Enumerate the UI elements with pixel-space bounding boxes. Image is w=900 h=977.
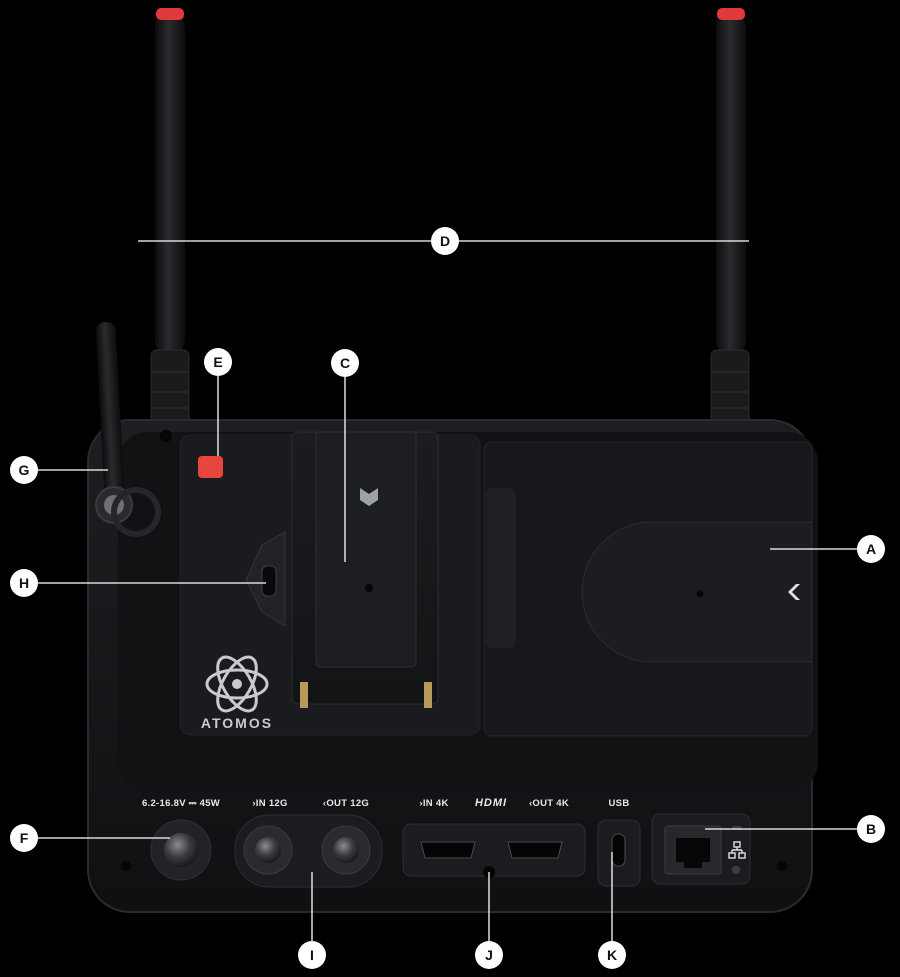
screw-hole-bl <box>121 861 131 871</box>
hdmi-out-label: ‹OUT 4K <box>529 798 569 809</box>
antenna-right-tip <box>717 8 745 20</box>
callout-k: K <box>598 941 626 969</box>
usb-label: USB <box>609 798 630 809</box>
battery-slide-plate <box>483 441 813 737</box>
callout-f: F <box>10 824 38 852</box>
svg-text:H: H <box>19 575 29 591</box>
svg-text:B: B <box>866 821 876 837</box>
antenna-left-tip <box>156 8 184 20</box>
callout-d: D <box>431 227 459 255</box>
atomos-logo-icon <box>205 655 269 713</box>
record-indicator <box>198 456 223 478</box>
hdmi-logo: HDMI <box>475 797 507 809</box>
battery-plate <box>291 431 439 708</box>
hdmi-in-connector <box>420 841 476 859</box>
ethernet-icon <box>728 841 746 859</box>
svg-text:E: E <box>213 354 222 370</box>
svg-text:J: J <box>485 947 493 963</box>
power-connector <box>164 833 198 867</box>
screw-hole-br <box>777 861 787 871</box>
brand-name: ATOMOS <box>201 715 273 731</box>
svg-text:F: F <box>20 830 29 846</box>
hdmi-out-connector <box>507 841 563 859</box>
power-port-label: 6.2-16.8V ⎓ 45W <box>142 798 220 809</box>
callout-i: I <box>298 941 326 969</box>
leader-lines <box>38 240 858 941</box>
hdmi-in-label: ›IN 4K <box>419 798 448 809</box>
sdi-in-connector <box>255 837 281 863</box>
side-port <box>245 531 286 627</box>
callout-e: E <box>204 348 232 376</box>
callout-c: C <box>331 349 359 377</box>
callout-b: B <box>857 815 885 843</box>
svg-text:G: G <box>19 462 30 478</box>
svg-text:K: K <box>607 947 617 963</box>
callout-a: A <box>857 535 885 563</box>
svg-text:A: A <box>866 541 876 557</box>
svg-text:I: I <box>310 947 314 963</box>
arrow-left-icon <box>788 584 800 600</box>
sdi-out-connector <box>333 837 359 863</box>
usb-c-connector <box>611 833 626 867</box>
callout-h: H <box>10 569 38 597</box>
sdi-in-label: ›IN 12G <box>252 798 287 809</box>
screw-hole-tl <box>160 430 172 442</box>
callout-g: G <box>10 456 38 484</box>
sdi-out-label: ‹OUT 12G <box>323 798 369 809</box>
svg-text:D: D <box>440 233 450 249</box>
callout-j: J <box>475 941 503 969</box>
chevron-mark-icon <box>360 488 378 506</box>
antenna-left <box>150 8 190 426</box>
antenna-right <box>710 8 750 426</box>
ethernet-connector <box>676 838 710 868</box>
svg-text:C: C <box>340 355 350 371</box>
side-antenna <box>95 322 161 537</box>
